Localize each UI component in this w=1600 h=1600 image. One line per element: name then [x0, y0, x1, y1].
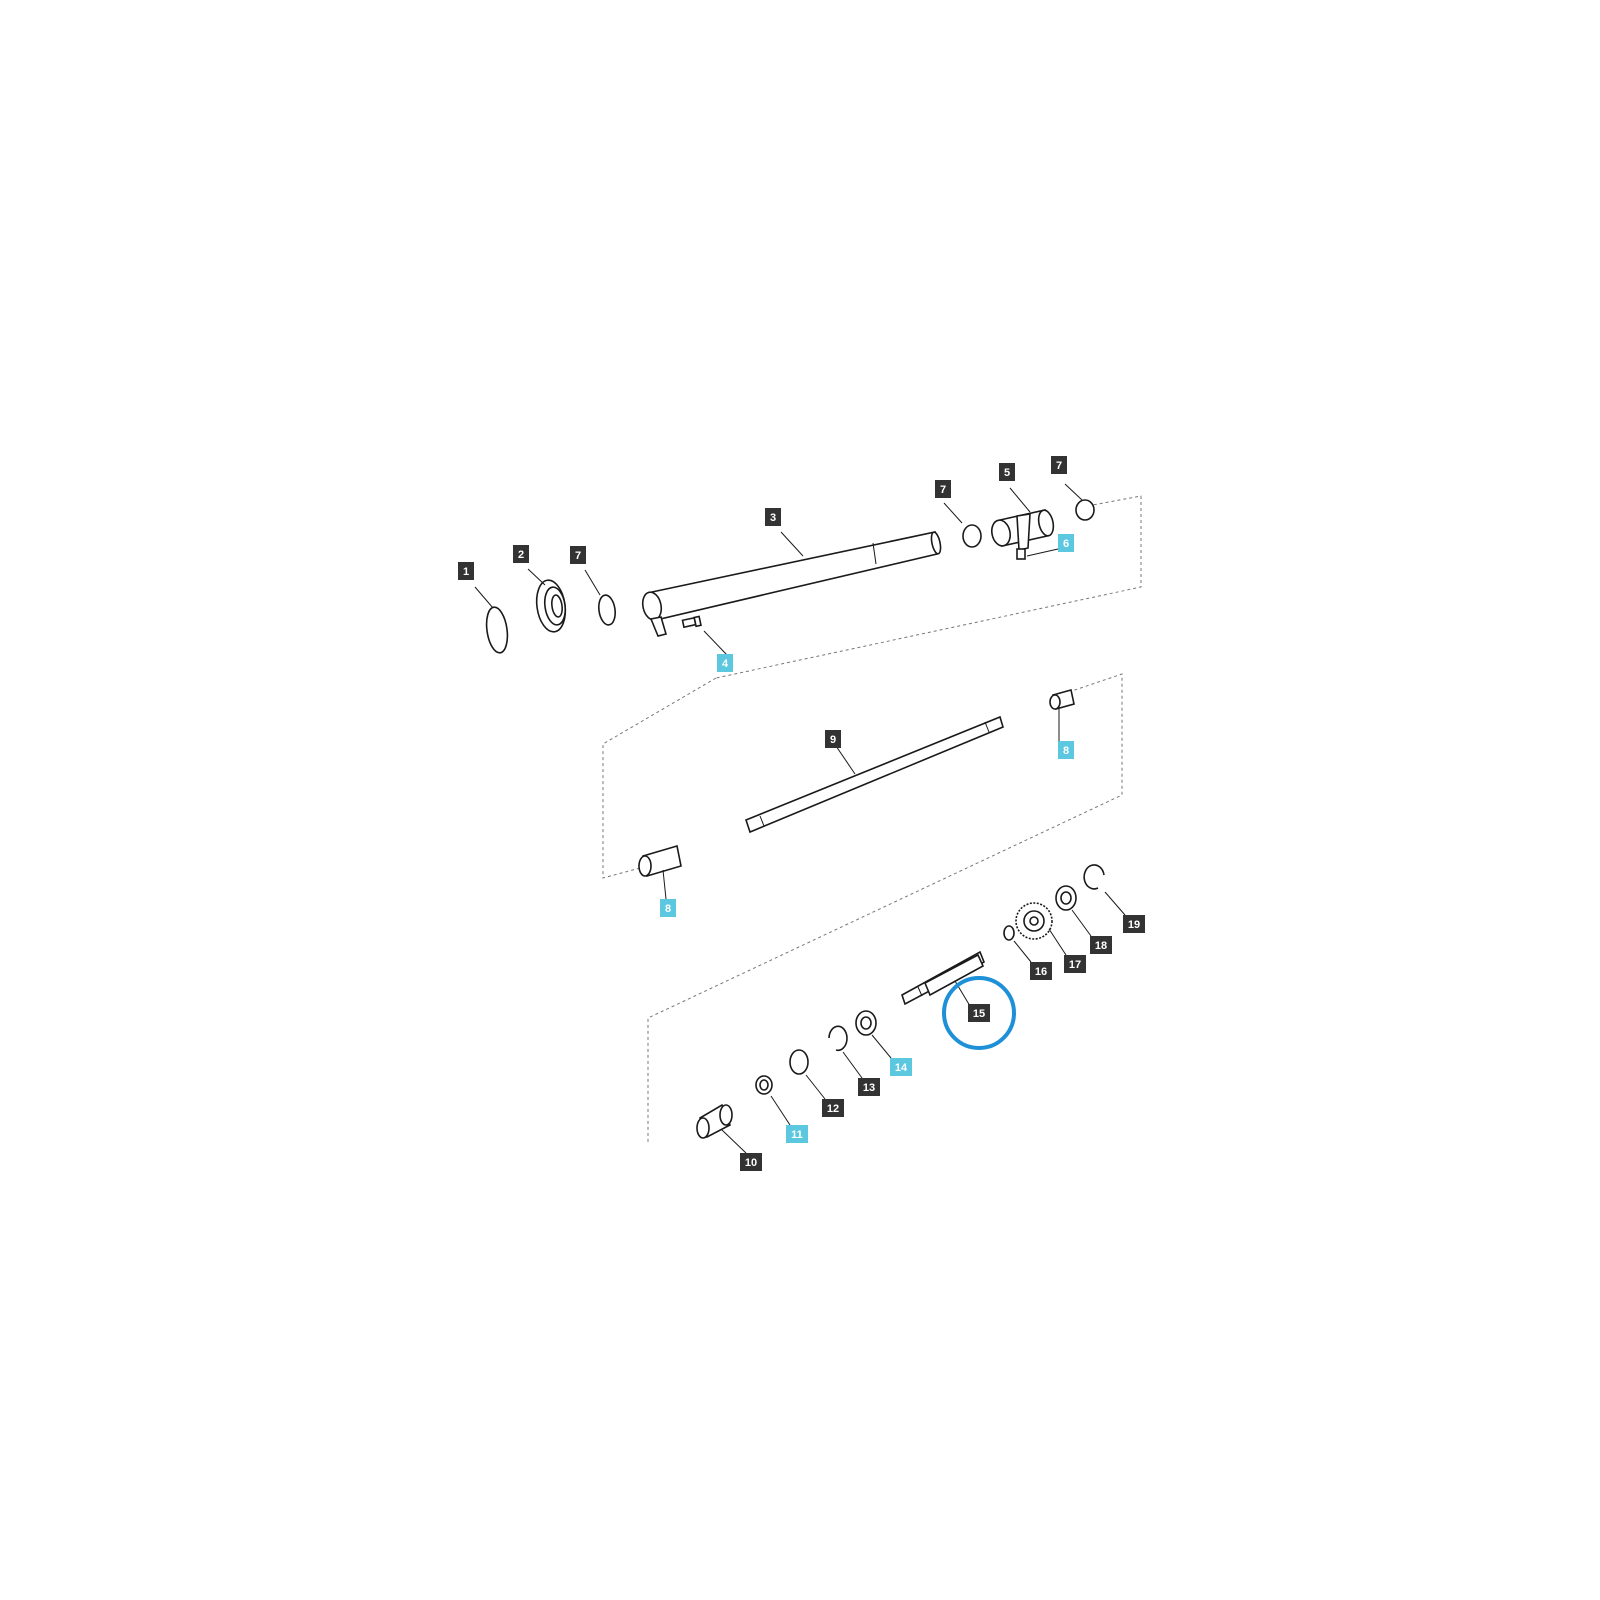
callout-3[interactable]: 3	[765, 508, 781, 526]
svg-text:7: 7	[1056, 460, 1062, 472]
part-8-bushing-a[interactable]	[1049, 689, 1075, 710]
callout-5[interactable]: 5	[999, 463, 1015, 481]
callout-14[interactable]: 14	[890, 1058, 912, 1076]
part-17-gear[interactable]	[1015, 902, 1053, 940]
part-15-shaft[interactable]	[901, 950, 986, 1006]
svg-text:8: 8	[665, 903, 671, 915]
part-11-washer[interactable]	[755, 1075, 773, 1095]
callout-9[interactable]: 9	[825, 730, 841, 748]
part-12-ring[interactable]	[789, 1049, 809, 1075]
part-5-sleeve[interactable]	[989, 509, 1055, 551]
part-7-o-ring-b[interactable]	[962, 524, 982, 548]
svg-text:2: 2	[518, 549, 524, 561]
part-2-bearing-housing[interactable]	[534, 578, 569, 633]
assembly-guide-lines	[602, 495, 1142, 1144]
callout-12[interactable]: 12	[822, 1099, 844, 1117]
svg-text:5: 5	[1004, 467, 1010, 479]
callout-2[interactable]: 2	[513, 545, 529, 563]
part-18-bearing[interactable]	[1055, 885, 1077, 911]
callout-labels: 1 2 7 3 4 7 5 7	[458, 456, 1145, 1171]
part-13-circlip[interactable]	[828, 1025, 848, 1052]
svg-text:7: 7	[575, 550, 581, 562]
callout-13[interactable]: 13	[858, 1078, 880, 1096]
svg-text:16: 16	[1035, 966, 1047, 978]
part-6-screw[interactable]	[1016, 548, 1026, 560]
svg-text:6: 6	[1063, 538, 1069, 550]
part-3-tube-shaft[interactable]	[640, 531, 942, 637]
callout-19[interactable]: 19	[1123, 915, 1145, 933]
callout-1[interactable]: 1	[458, 562, 474, 580]
svg-text:19: 19	[1128, 919, 1140, 931]
svg-text:8: 8	[1063, 745, 1069, 757]
part-4-screw[interactable]	[681, 615, 702, 629]
callout-4[interactable]: 4	[717, 654, 733, 672]
svg-text:18: 18	[1095, 940, 1107, 952]
callout-11[interactable]: 11	[786, 1125, 808, 1143]
svg-text:12: 12	[827, 1103, 839, 1115]
part-7-o-ring-a[interactable]	[597, 594, 617, 626]
svg-text:9: 9	[830, 734, 836, 746]
part-19-circlip[interactable]	[1083, 864, 1105, 890]
callout-15[interactable]: 15	[968, 1004, 990, 1022]
callout-8[interactable]: 8	[660, 899, 676, 917]
svg-text:3: 3	[770, 512, 776, 524]
callout-16[interactable]: 16	[1030, 962, 1052, 980]
leader-lines	[474, 483, 1126, 1154]
part-10-fitting[interactable]	[696, 1103, 733, 1139]
part-9-threaded-rod[interactable]	[745, 715, 1004, 834]
callout-10[interactable]: 10	[740, 1153, 762, 1171]
callout-6[interactable]: 6	[1058, 534, 1074, 552]
callout-7[interactable]: 7	[570, 546, 586, 564]
part-14-bushing[interactable]	[855, 1010, 877, 1036]
svg-text:14: 14	[895, 1062, 908, 1074]
svg-text:15: 15	[973, 1008, 985, 1020]
callout-18[interactable]: 18	[1090, 936, 1112, 954]
callout-17[interactable]: 17	[1064, 955, 1086, 973]
callout-7[interactable]: 7	[935, 480, 951, 498]
svg-text:4: 4	[722, 658, 729, 670]
callout-7[interactable]: 7	[1051, 456, 1067, 474]
svg-text:17: 17	[1069, 959, 1081, 971]
part-1-o-ring[interactable]	[484, 606, 510, 654]
part-16-small-ring[interactable]	[1003, 925, 1015, 941]
svg-text:10: 10	[745, 1157, 757, 1169]
part-7-o-ring-c[interactable]	[1075, 499, 1095, 521]
svg-text:7: 7	[940, 484, 946, 496]
svg-text:11: 11	[791, 1129, 803, 1141]
selection-ring-part-15	[942, 976, 1016, 1050]
part-8-bushing-b[interactable]	[638, 844, 682, 878]
svg-text:13: 13	[863, 1082, 875, 1094]
callout-8[interactable]: 8	[1058, 741, 1074, 759]
svg-text:1: 1	[463, 566, 469, 578]
